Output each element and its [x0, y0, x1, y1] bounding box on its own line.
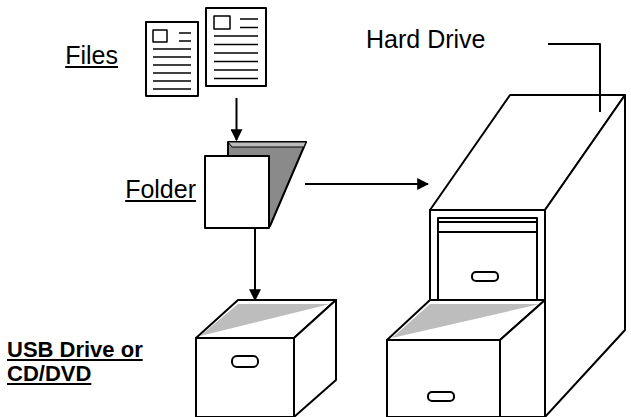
leader-line	[548, 44, 600, 112]
file-group: Files	[146, 8, 268, 98]
arrow-connector	[254, 228, 256, 300]
folder-icon	[205, 142, 306, 228]
node-label: Hard Drive	[366, 26, 485, 54]
node-label: USB Drive or CD/DVD	[7, 338, 187, 386]
arrow-connector	[305, 183, 428, 185]
file-icon	[146, 8, 266, 96]
filing-cabinet	[387, 95, 625, 417]
hard-drive-node: Hard Drive	[428, 90, 627, 417]
node-label: Folder	[125, 176, 196, 204]
node-label: Files	[65, 42, 118, 70]
folder-node: Folder	[205, 140, 305, 228]
storage-box	[196, 300, 336, 417]
storage-node: USB Drive or CD/DVD	[195, 300, 336, 417]
arrow-connector	[236, 98, 238, 140]
